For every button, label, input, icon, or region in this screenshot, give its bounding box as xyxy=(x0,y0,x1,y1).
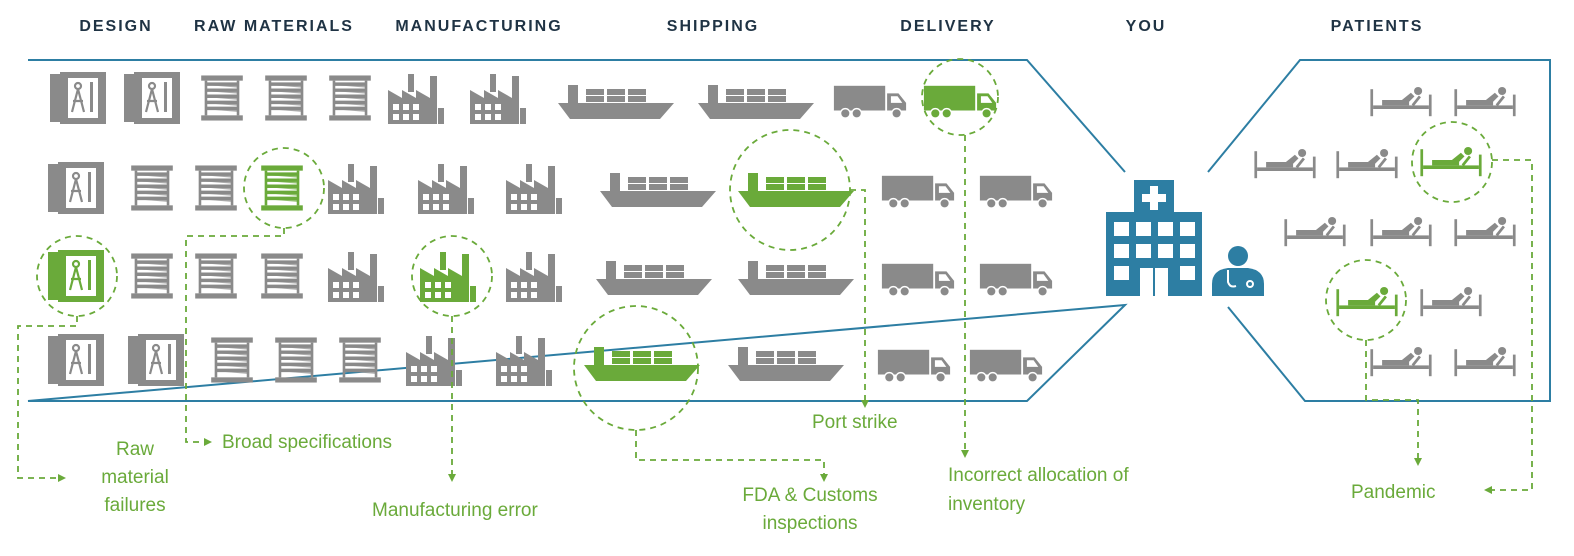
header-shipping: SHIPPING xyxy=(666,18,760,35)
connector-broad-specifications xyxy=(185,228,285,443)
spring-coil-icon xyxy=(193,163,239,213)
hospital-bed-icon xyxy=(1418,285,1484,318)
hospital-bed-icon xyxy=(1334,147,1400,180)
cargo-ship-icon xyxy=(738,173,854,207)
blueprint-icon xyxy=(46,332,106,388)
cargo-ship-icon xyxy=(584,347,700,381)
cargo-ship-icon xyxy=(596,261,712,295)
spring-coil-icon xyxy=(259,163,305,213)
highlight-circle-raw-materials xyxy=(243,147,325,229)
spring-coil-icon xyxy=(193,251,239,301)
label-manufacturing-error: Manufacturing error xyxy=(372,500,538,521)
header-patients: PATIENTS xyxy=(1330,18,1424,35)
highlight-circle-bed-1 xyxy=(1411,121,1493,203)
hospital-bed-icon xyxy=(1282,215,1348,248)
factory-icon xyxy=(470,74,526,124)
spring-coil-icon xyxy=(209,335,255,385)
arrowhead-icon xyxy=(861,400,869,408)
spring-coil-icon xyxy=(129,251,175,301)
truck-icon xyxy=(969,349,1043,383)
truck-icon xyxy=(881,175,955,209)
label-raw-material-failures-line2: material xyxy=(101,467,169,488)
factory-icon xyxy=(328,252,384,302)
cargo-ship-icon xyxy=(698,85,814,119)
highlight-circle-customs xyxy=(573,305,699,431)
patients-frame xyxy=(1207,59,1551,402)
header-manufacturing: MANUFACTURING xyxy=(395,18,563,35)
factory-icon xyxy=(420,252,476,302)
spring-coil-icon xyxy=(337,335,383,385)
cargo-ship-icon xyxy=(738,261,854,295)
hospital-bed-icon xyxy=(1368,85,1434,118)
connector-port-strike xyxy=(850,189,866,400)
cargo-ship-icon xyxy=(600,173,716,207)
arrowhead-icon xyxy=(448,474,456,482)
factory-icon xyxy=(496,336,552,386)
label-raw-material-failures-line1: Raw xyxy=(115,439,155,460)
hospital-icon xyxy=(1106,180,1202,296)
factory-icon xyxy=(406,336,462,386)
doctor-icon xyxy=(1212,246,1264,296)
blueprint-icon xyxy=(46,160,106,216)
highlight-circle-manufacturing xyxy=(411,235,493,317)
cargo-ship-icon xyxy=(728,347,844,381)
label-fda-customs-line1: FDA & Customs xyxy=(742,485,878,506)
spring-coil-icon xyxy=(259,251,305,301)
factory-icon xyxy=(418,164,474,214)
arrowhead-icon xyxy=(1484,486,1492,494)
truck-icon xyxy=(979,263,1053,297)
spring-coil-icon xyxy=(129,163,175,213)
label-port-strike: Port strike xyxy=(812,412,898,433)
blueprint-icon xyxy=(48,70,108,126)
cargo-ship-icon xyxy=(558,85,674,119)
truck-icon xyxy=(979,175,1053,209)
truck-icon xyxy=(833,85,907,119)
connector-raw-material-failures xyxy=(17,316,78,479)
arrowhead-icon xyxy=(961,450,969,458)
arrowhead-icon xyxy=(1414,458,1422,466)
factory-icon xyxy=(388,74,444,124)
blueprint-icon xyxy=(46,248,106,304)
hospital-bed-icon xyxy=(1452,345,1518,378)
connector-pandemic-1 xyxy=(1492,159,1533,491)
truck-icon xyxy=(877,349,951,383)
hospital-bed-icon xyxy=(1252,147,1318,180)
header-you: YOU xyxy=(1125,18,1167,35)
truck-icon xyxy=(881,263,955,297)
spring-coil-icon xyxy=(199,73,245,123)
spring-coil-icon xyxy=(327,73,373,123)
label-raw-material-failures-line3: failures xyxy=(104,495,166,516)
header-delivery: DELIVERY xyxy=(900,18,996,35)
highlight-circle-bed-2 xyxy=(1325,259,1407,341)
factory-icon xyxy=(506,252,562,302)
hospital-bed-icon xyxy=(1452,85,1518,118)
hospital-bed-icon xyxy=(1368,345,1434,378)
truck-icon xyxy=(923,85,997,119)
blueprint-icon xyxy=(126,332,186,388)
label-incorrect-allocation-line1: Incorrect allocation of xyxy=(948,465,1129,486)
hospital-bed-icon xyxy=(1452,215,1518,248)
label-incorrect-allocation-line2: inventory xyxy=(948,494,1026,515)
arrowhead-icon xyxy=(820,474,828,482)
factory-icon xyxy=(506,164,562,214)
highlight-circle-design xyxy=(36,235,118,317)
arrowhead-icon xyxy=(204,438,212,446)
arrowhead-icon xyxy=(58,474,66,482)
hospital-bed-icon xyxy=(1368,215,1434,248)
factory-icon xyxy=(328,164,384,214)
spring-coil-icon xyxy=(263,73,309,123)
label-broad-specifications: Broad specifications xyxy=(222,432,393,453)
header-design: DESIGN xyxy=(79,18,153,35)
hospital-bed-icon xyxy=(1418,145,1484,178)
blueprint-icon xyxy=(122,70,182,126)
hospital-bed-icon xyxy=(1334,285,1400,318)
label-fda-customs-line2: inspections xyxy=(762,513,858,534)
header-raw-materials: RAW MATERIALS xyxy=(194,18,354,35)
label-pandemic: Pandemic xyxy=(1351,482,1436,503)
highlight-circle-delivery xyxy=(921,58,999,136)
connector-fda-customs xyxy=(635,430,825,474)
